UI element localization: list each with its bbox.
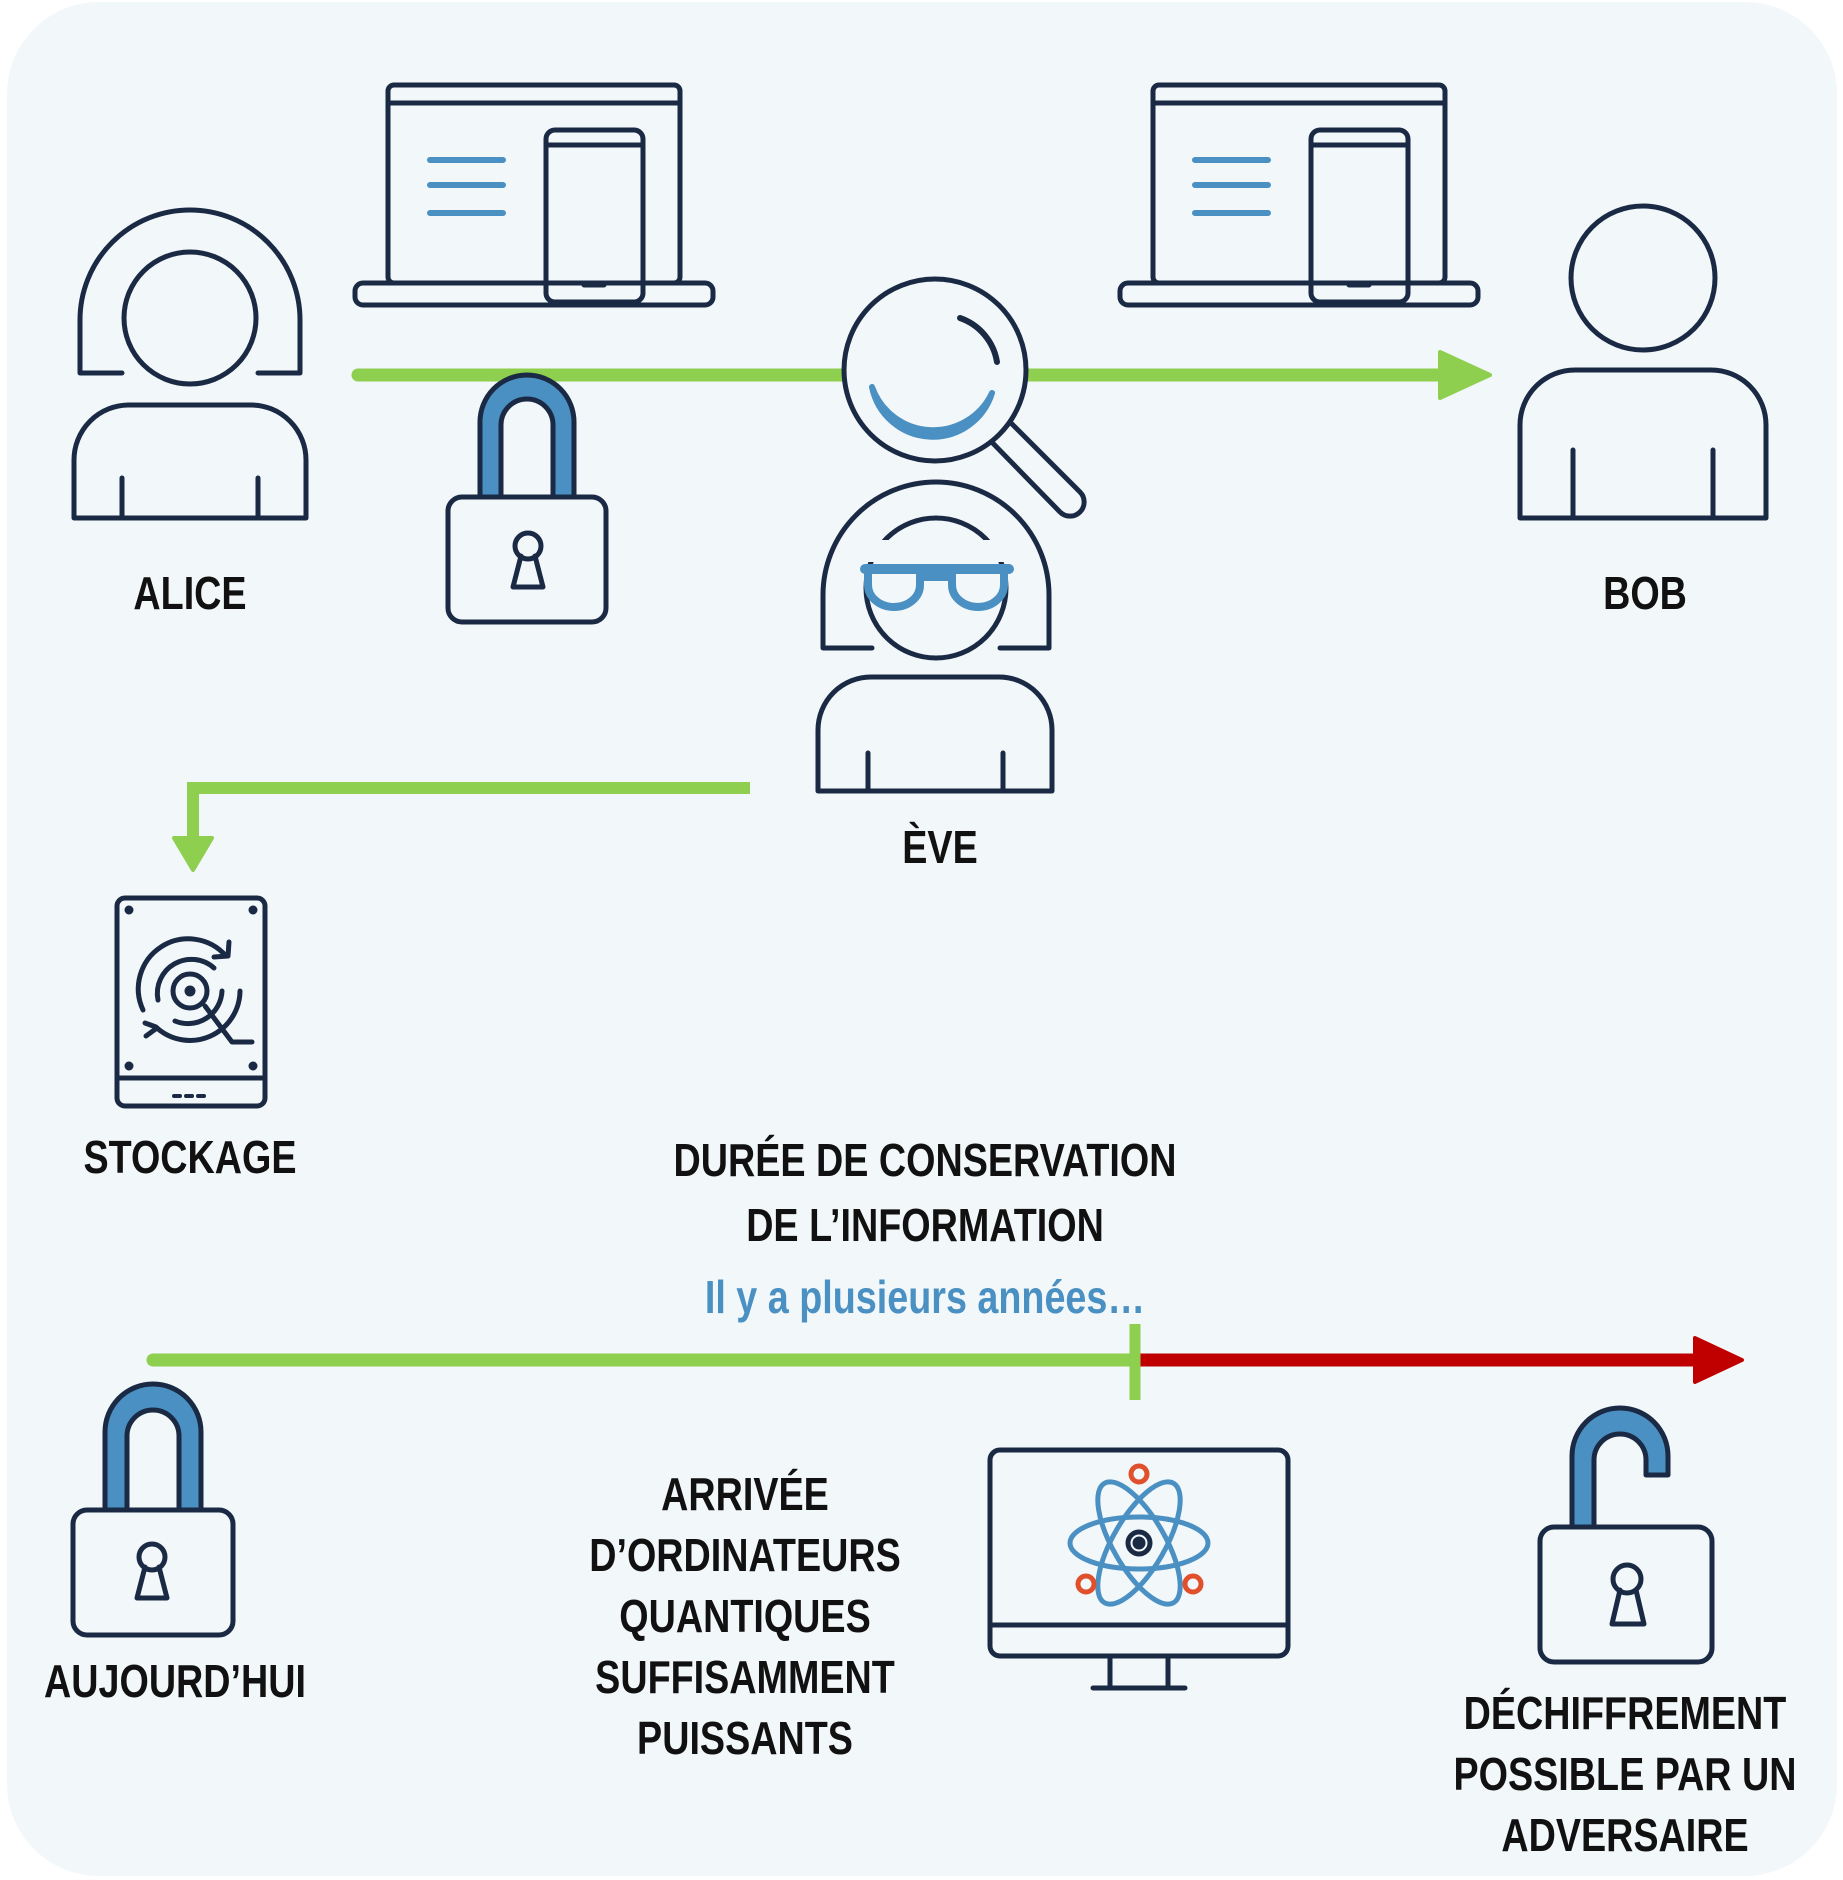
eve-icon [815,479,1055,794]
laptop-screen-lines [427,157,1271,216]
storage-label: STOCKAGE [83,1131,297,1183]
laptop-phone-icon-right [1117,82,1481,308]
unlock-icon [1537,1405,1715,1665]
bob-label: BOB [1603,567,1687,619]
bob-icon [1517,203,1769,521]
laptop-phone-icon-left [352,82,716,308]
hard-drive-icon [114,895,268,1109]
quantum-arrival-label: ARRIVÉE D’ORDINATEURS QUANTIQUES SUFFISA… [589,1468,901,1764]
today-label: AUJOURD’HUI [44,1655,306,1707]
lock-icon-top [445,372,609,625]
alice-icon [71,207,309,521]
quantum-computer-icon [987,1447,1291,1691]
retention-title-line1: DURÉE DE CONSERVATION [673,1134,1177,1186]
lock-icon-today [70,1381,236,1638]
timeline-arrow [146,1324,1744,1400]
magnifying-glass-icon [841,276,1087,519]
retention-title-line2: DE L’INFORMATION [746,1199,1104,1251]
storage-flow-arrow [172,782,750,872]
alice-label: ALICE [133,567,247,619]
eve-label: ÈVE [902,821,978,873]
decryption-label: DÉCHIFFREMENT POSSIBLE PAR UN ADVERSAIRE [1453,1687,1797,1861]
retention-subtitle: Il y a plusieurs années… [704,1271,1146,1323]
